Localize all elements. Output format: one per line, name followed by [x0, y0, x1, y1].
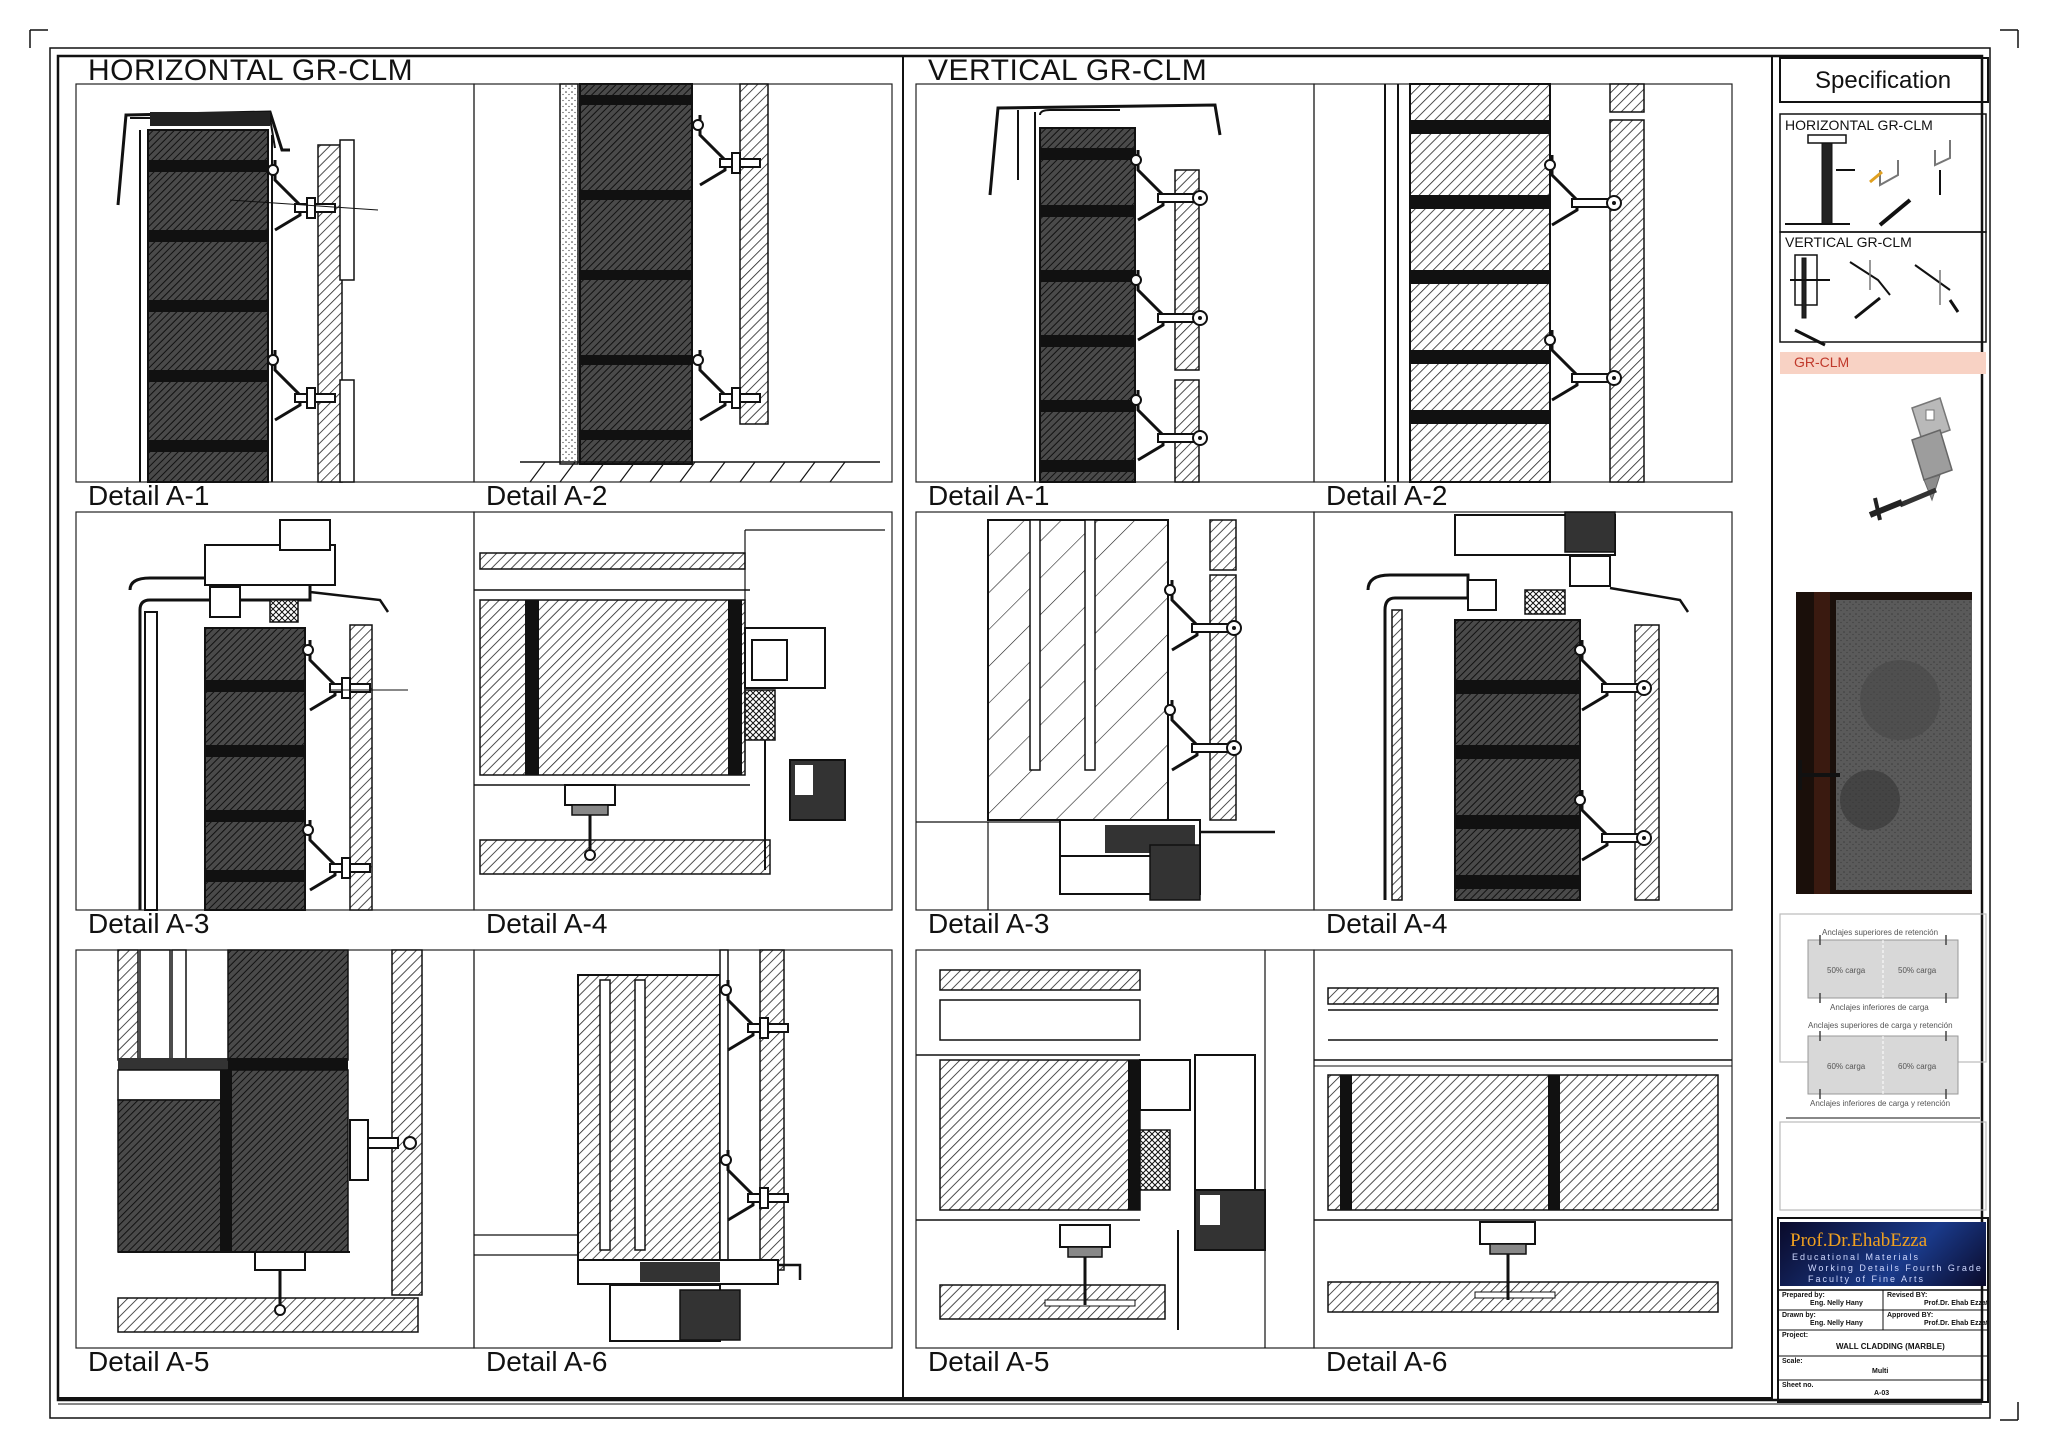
- h-detail-a2-drawing: [520, 83, 880, 483]
- logo-line-3: Faculty of Fine Arts: [1808, 1274, 1926, 1284]
- prepared-by-value: Eng. Nelly Hany: [1810, 1300, 1863, 1307]
- v-detail-a4-drawing: [1366, 511, 1690, 901]
- v-detail-a2-label: Detail A-2: [1326, 480, 1448, 511]
- gr-clm-anchor-illustration: [1868, 397, 1953, 521]
- load-top-1: Anclajes superiores de retención: [1822, 928, 1939, 937]
- sheet-no-value: A-03: [1874, 1390, 1890, 1397]
- project-value: WALL CLADDING (MARBLE): [1836, 1342, 1945, 1351]
- load-distribution-diagram: [1807, 935, 1959, 1099]
- title-block-frame: [1777, 1217, 1989, 1403]
- approved-by-value: Prof.Dr. Ehab Ezzat: [1924, 1320, 1989, 1327]
- logo-name: Prof.Dr.EhabEzza: [1790, 1230, 1928, 1251]
- h-detail-a1-label: Detail A-1: [88, 480, 210, 511]
- v-detail-a2-drawing: [1384, 83, 1645, 483]
- sheet-no-label: Sheet no.: [1782, 1382, 1814, 1389]
- approved-by-label: Approved BY:: [1887, 1312, 1934, 1319]
- v-detail-a3-label: Detail A-3: [928, 908, 1050, 939]
- prepared-by-label: Prepared by:: [1782, 1292, 1825, 1299]
- spec-vertical-label: VERTICAL GR-CLM: [1785, 234, 1912, 250]
- vertical-section-title: VERTICAL GR-CLM: [928, 54, 1208, 87]
- spec-column-frames: [1779, 57, 1989, 1211]
- drawn-by-value: Eng. Nelly Hany: [1810, 1320, 1863, 1327]
- drawn-by-label: Drawn by:: [1782, 1312, 1816, 1319]
- h-detail-a4-label: Detail A-4: [486, 908, 608, 939]
- spec-title: Specification: [1815, 67, 1952, 94]
- spec-horizontal-label: HORIZONTAL GR-CLM: [1785, 117, 1933, 133]
- v-detail-a4-label: Detail A-4: [1326, 908, 1448, 939]
- logo-line-1: Educational Materials: [1792, 1252, 1921, 1262]
- load-top-2: Anclajes superiores de carga y retención: [1808, 1021, 1953, 1030]
- v-detail-a5-label: Detail A-5: [928, 1346, 1050, 1377]
- load-bottom-2: Anclajes inferiores de carga y retención: [1810, 1099, 1951, 1108]
- h-detail-a5-label: Detail A-5: [88, 1346, 210, 1377]
- load-cell-2b: 60% carga: [1898, 1062, 1937, 1071]
- h-detail-a2-label: Detail A-2: [486, 480, 608, 511]
- project-label: Project:: [1782, 1332, 1809, 1339]
- v-detail-a1-drawing: [988, 103, 1222, 483]
- spec-vertical-sketch: [1790, 254, 1960, 347]
- h-detail-a3-label: Detail A-3: [88, 908, 210, 939]
- h-detail-a1-drawing: [116, 110, 379, 483]
- load-cell-1a: 50% carga: [1827, 966, 1866, 975]
- h-detail-a3-drawing: [128, 519, 408, 911]
- h-detail-a6-label: Detail A-6: [486, 1346, 608, 1377]
- gr-clm-label: GR-CLM: [1794, 354, 1850, 370]
- v-detail-a5-drawing: [916, 950, 1266, 1348]
- load-cell-1b: 50% carga: [1898, 966, 1937, 975]
- logo-banner: [1780, 1222, 1986, 1286]
- h-detail-a5-drawing: [117, 949, 423, 1333]
- h-detail-a6-drawing: [474, 949, 802, 1342]
- scale-value: Multi: [1872, 1368, 1889, 1375]
- scale-label: Scale:: [1782, 1358, 1803, 1365]
- stone-cladding-photo: [1796, 592, 1972, 894]
- revised-by-value: Prof.Dr. Ehab Ezzat: [1924, 1300, 1989, 1307]
- load-cell-2a: 60% carga: [1827, 1062, 1866, 1071]
- v-detail-a3-drawing: [916, 519, 1275, 910]
- load-bottom-1: Anclajes inferiores de carga: [1830, 1003, 1929, 1012]
- h-detail-a4-drawing: [474, 529, 885, 875]
- horizontal-section-title: HORIZONTAL GR-CLM: [88, 54, 414, 87]
- v-detail-a6-label: Detail A-6: [1326, 1346, 1448, 1377]
- spec-horizontal-sketch: [1785, 134, 1951, 227]
- v-detail-a6-drawing: [1314, 987, 1732, 1313]
- v-detail-a1-label: Detail A-1: [928, 480, 1050, 511]
- revised-by-label: Revised BY:: [1887, 1292, 1928, 1299]
- logo-line-2: Working Details Fourth Grade: [1808, 1263, 1983, 1273]
- sheet-frame: [29, 29, 2019, 1421]
